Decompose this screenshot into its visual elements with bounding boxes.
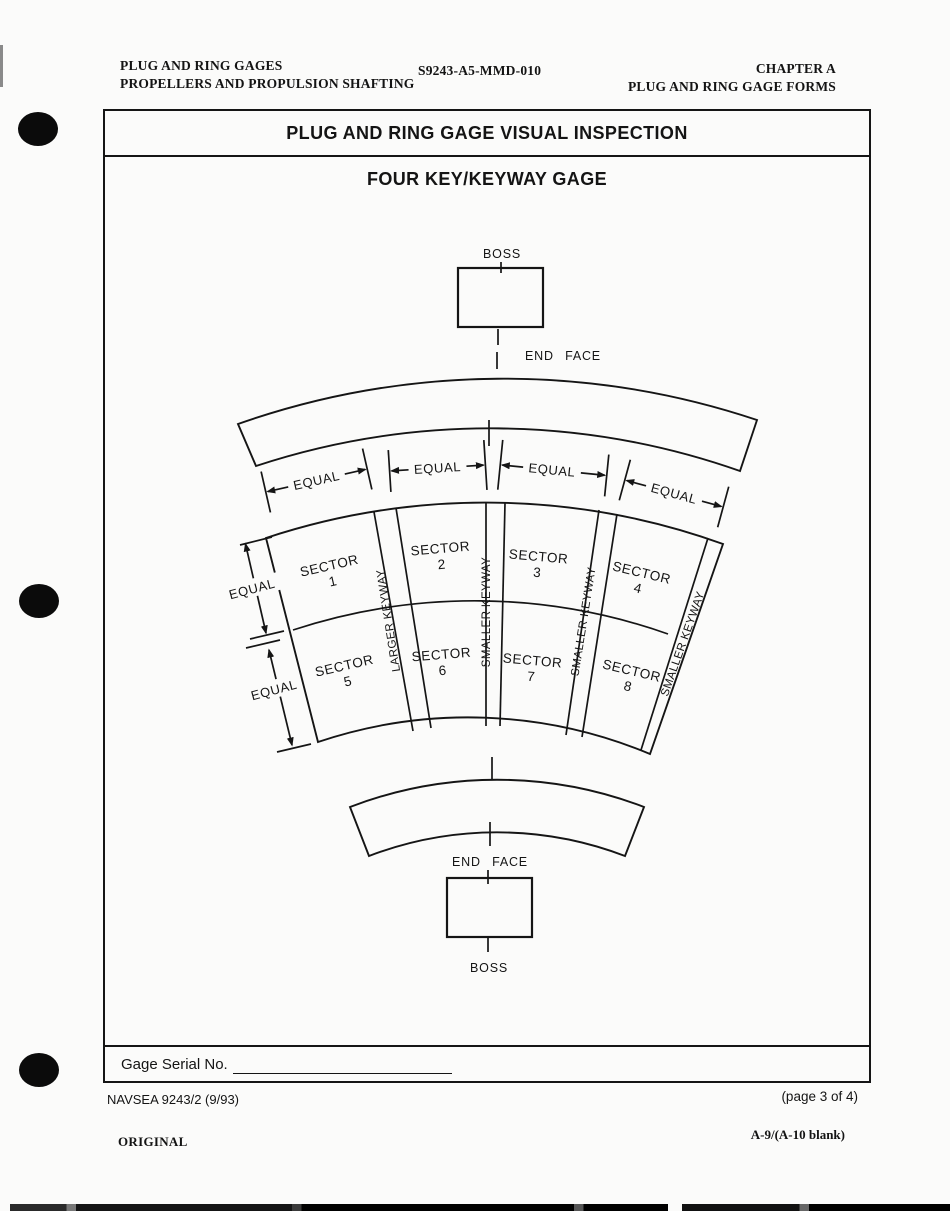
chapter-label: CHAPTER A: [755, 61, 836, 76]
equal-label: EQUAL: [528, 460, 576, 480]
boss-bottom-label: BOSS: [470, 961, 508, 975]
smaller-keyway-label: SMALLER KEYWAY: [481, 557, 493, 667]
svg-text:7: 7: [527, 669, 536, 685]
hole-punch: [19, 1053, 59, 1087]
scan-artifact: [10, 1204, 950, 1211]
equal-dimension-left-2: EQUAL: [244, 639, 312, 753]
form-title: PLUG AND RING GAGE VISUAL INSPECTION: [105, 111, 869, 157]
svg-text:4: 4: [632, 580, 643, 596]
svg-text:SECTOR: SECTOR: [508, 546, 569, 566]
keyway-gage-diagram: BOSS END FACE EQUAL EQUAL EQUA: [222, 247, 759, 975]
gage-serial-label: Gage Serial No.: [121, 1056, 228, 1073]
sector-4-label: SECTOR 4: [611, 558, 672, 596]
centerline-tick: [488, 262, 502, 446]
gage-serial-input-line[interactable]: [233, 1056, 452, 1074]
form-subtitle: FOUR KEY/KEYWAY GAGE: [366, 169, 608, 189]
sector-8-label: SECTOR 8: [601, 656, 662, 694]
serial-row-divider: [104, 1045, 870, 1047]
form-number: NAVSEA 9243/2 (9/93): [107, 1092, 240, 1107]
svg-text:6: 6: [438, 663, 447, 679]
equal-label: EQUAL: [292, 468, 341, 493]
equal-dimension-left-1: EQUAL: [222, 536, 285, 640]
chapter-subtitle: PLUG AND RING GAGE FORMS: [627, 79, 836, 94]
svg-text:SECTOR: SECTOR: [411, 645, 472, 665]
end-face-bottom-label: END FACE: [452, 855, 528, 869]
centerline-tick: [487, 757, 493, 952]
svg-text:2: 2: [437, 557, 446, 573]
sector-7-label: SECTOR 7: [502, 650, 563, 685]
boss-top-label: BOSS: [483, 247, 521, 261]
sector-2-label: SECTOR 2: [410, 538, 471, 573]
svg-text:SECTOR: SECTOR: [502, 650, 563, 670]
boss-top-box: [456, 266, 545, 329]
document-number: S9243-A5-MMD-010: [418, 63, 542, 78]
equal-dimension-top-1: EQUAL: [260, 448, 373, 513]
scan-artifact: [0, 45, 3, 87]
bottom-ring-band: [348, 778, 646, 858]
smaller-keyway-label: SMALLER KEYWAY: [659, 590, 707, 698]
equal-dimension-top-2: EQUAL: [387, 439, 488, 493]
boss-bottom-box: [445, 876, 534, 939]
svg-text:5: 5: [342, 673, 353, 689]
sector-middle-arc: [292, 600, 669, 635]
end-face-top-label: END FACE: [525, 349, 601, 363]
hole-punch: [18, 112, 58, 146]
header-title-line2: PROPELLERS AND PROPULSION SHAFTING: [120, 76, 415, 91]
sector-5-label: SECTOR 5: [314, 652, 375, 690]
svg-text:8: 8: [622, 678, 633, 694]
svg-text:1: 1: [327, 573, 338, 589]
svg-text:SECTOR: SECTOR: [410, 538, 471, 558]
page-header-left: PLUG AND RING GAGES PROPELLERS AND PROPU…: [120, 57, 414, 93]
sector-3-label: SECTOR 3: [508, 546, 569, 581]
hole-punch: [19, 584, 59, 618]
equal-label: EQUAL: [649, 480, 698, 507]
top-ring-band: [236, 377, 759, 473]
keyway-strip-lines: [373, 502, 709, 751]
header-title-line1: PLUG AND RING GAGES: [120, 58, 283, 73]
page-header-right: CHAPTER A PLUG AND RING GAGE FORMS: [628, 60, 836, 96]
equal-dimension-top-3: EQUAL: [496, 439, 610, 497]
original-stamp: ORIGINAL: [118, 1134, 188, 1149]
equal-dimension-top-4: EQUAL: [618, 459, 730, 528]
page-reference: A-9/(A-10 blank): [750, 1127, 845, 1142]
page-indicator: (page 3 of 4): [781, 1089, 858, 1104]
svg-text:3: 3: [533, 565, 542, 581]
form-box: PLUG AND RING GAGE VISUAL INSPECTION FOU…: [103, 109, 871, 1083]
sector-block-outline: [264, 501, 725, 756]
equal-label: EQUAL: [414, 459, 462, 477]
larger-keyway-label: LARGER KEYWAY: [375, 568, 403, 672]
sector-1-label: SECTOR 1: [299, 552, 360, 590]
sector-6-label: SECTOR 6: [411, 645, 472, 679]
